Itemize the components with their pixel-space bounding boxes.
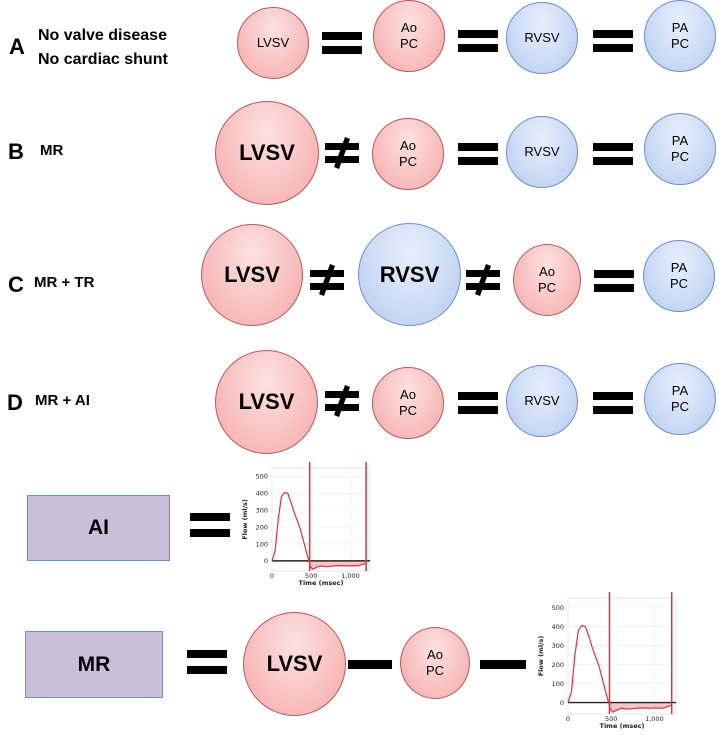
x-tick-label: 0 [270, 572, 274, 580]
row-d-letter: D [7, 390, 23, 415]
not-equals-sign [325, 384, 359, 418]
row-d-lvsv-node: LVSV [215, 350, 318, 454]
y-tick-label: 400 [552, 623, 564, 631]
ai-box: AI [27, 495, 170, 561]
equals-sign [458, 30, 498, 52]
node-label: Ao PC [537, 263, 557, 295]
not-equals-sign [325, 136, 359, 170]
row-a-letter: A [9, 34, 25, 59]
row-a-description: No valve disease No cardiac shunt [38, 27, 168, 68]
row-b-papc-node: PA PC [644, 113, 716, 185]
minus-sign [480, 660, 526, 669]
row-d-aopc-node: Ao PC [372, 367, 444, 439]
y-tick-label: 100 [256, 540, 268, 548]
row-c-lvsv-node: LVSV [201, 224, 303, 326]
y-tick-label: 300 [256, 507, 268, 515]
row-a-lvsv-node: LVSV [237, 7, 309, 79]
x-tick-label: 1,000 [341, 572, 360, 580]
equals-sign [593, 30, 633, 52]
node-label: Ao PC [398, 137, 418, 169]
node-label: RVSV [524, 143, 560, 159]
node-label: LVSV [239, 140, 295, 166]
row-c-letter: C [8, 272, 24, 297]
y-tick-label: 500 [256, 473, 268, 481]
y-tick-label: 300 [552, 642, 564, 650]
node-label: LVSV [256, 34, 290, 50]
row-c-papc-node: PA PC [643, 240, 715, 312]
row-d-papc-node: PA PC [644, 363, 716, 435]
row-b-description: MR [40, 142, 64, 159]
equals-sign [187, 650, 227, 674]
regurgitant-area [609, 702, 672, 713]
flow-curve [567, 624, 672, 713]
node-label: RVSV [379, 261, 440, 287]
mr-lvsv-node: LVSV [243, 612, 346, 716]
not-equals-sign [310, 263, 344, 297]
y-tick-label: 0 [264, 557, 268, 565]
equals-sign [458, 143, 498, 165]
plot-area [271, 467, 371, 572]
node-label: Ao PC [398, 386, 418, 418]
not-equals-sign [466, 263, 500, 297]
node-label: PA PC [670, 132, 690, 164]
equals-sign [190, 513, 230, 537]
x-tick-label: 1,000 [645, 715, 664, 723]
node-label: LVSV [224, 262, 280, 288]
node-label: RVSV [524, 29, 560, 45]
node-label: RVSV [524, 392, 560, 408]
node-label: Ao PC [399, 19, 419, 51]
ai-box-label: AI [88, 516, 109, 539]
mr-box: MR [25, 631, 163, 698]
row-a-rvsv-node: RVSV [506, 2, 578, 74]
y-tick-label: 400 [256, 490, 268, 498]
equals-sign [593, 392, 633, 414]
equals-sign [593, 143, 633, 165]
equals-sign [458, 392, 498, 414]
mr-aopc-node: Ao PC [400, 627, 470, 699]
plot-area [567, 597, 677, 715]
equals-sign [322, 32, 362, 54]
y-axis-label: Flow (ml/s) [241, 499, 249, 540]
node-label: LVSV [238, 389, 295, 415]
row-c-aopc-node: Ao PC [513, 244, 581, 316]
x-tick-label: 500 [305, 572, 317, 580]
y-tick-label: 0 [560, 699, 564, 707]
y-axis-label: Flow (ml/s) [537, 636, 545, 677]
node-label: PA PC [670, 382, 690, 414]
y-tick-label: 500 [552, 604, 564, 612]
row-d-rvsv-node: RVSV [506, 365, 578, 437]
node-label: Ao PC [425, 646, 445, 678]
x-tick-label: 0 [566, 715, 570, 723]
x-tick-label: 500 [605, 715, 617, 723]
y-tick-label: 100 [552, 680, 564, 688]
flow-curve [271, 491, 367, 571]
row-d-description: MR + AI [35, 392, 90, 409]
x-axis-label: Time (msec) [299, 579, 344, 587]
row-b-rvsv-node: RVSV [506, 116, 578, 188]
row-c-rvsv-node: RVSV [358, 223, 461, 326]
row-a-papc-node: PA PC [644, 0, 716, 72]
row-c-description: MR + TR [34, 274, 95, 291]
y-tick-label: 200 [256, 523, 268, 531]
x-axis-label: Time (msec) [600, 722, 645, 730]
node-label: PA PC [669, 259, 689, 291]
row-a-aopc-node: Ao PC [373, 0, 445, 72]
node-label: LVSV [266, 651, 323, 677]
minus-sign [348, 660, 392, 669]
row-b-lvsv-node: LVSV [215, 101, 319, 205]
equals-sign [594, 270, 634, 292]
node-label: PA PC [670, 19, 690, 51]
mr-box-label: MR [77, 652, 111, 676]
row-b-aopc-node: Ao PC [372, 118, 444, 190]
y-tick-label: 200 [552, 661, 564, 669]
row-b-letter: B [8, 139, 24, 164]
